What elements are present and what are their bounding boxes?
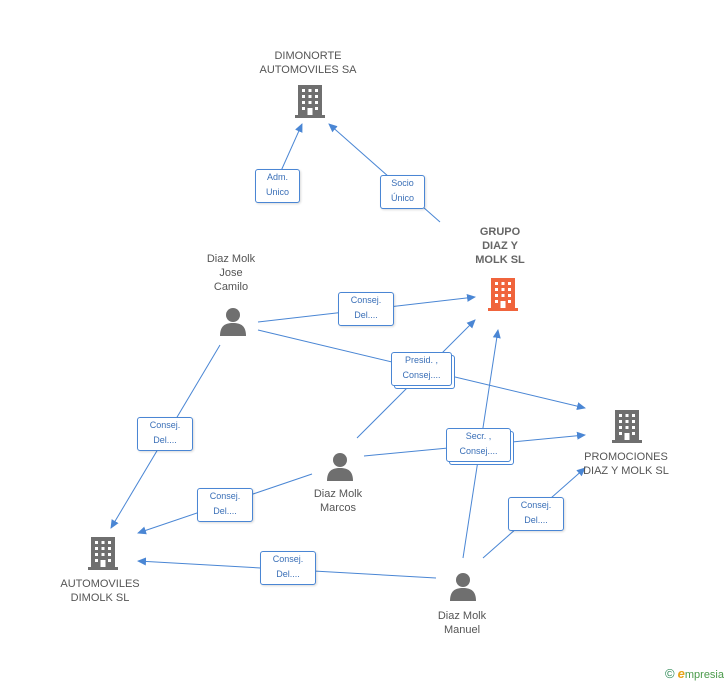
edge-label-line: Del....: [276, 569, 300, 579]
building-icon-grupo[interactable]: [487, 276, 519, 312]
edge-label-line: Presid. ,: [404, 355, 438, 365]
node-label-jose[interactable]: Diaz Molk Jose Camilo: [186, 252, 276, 294]
node-label-line: Jose: [219, 267, 243, 279]
building-icon-promociones[interactable]: [611, 408, 643, 444]
node-label-line: DIAZ Y MOLK SL: [583, 465, 669, 477]
brand-name: mpresia: [684, 669, 724, 681]
node-label-line: Diaz Molk: [437, 610, 487, 622]
edge-label-line: Adm.: [266, 172, 288, 182]
person-icon-marcos[interactable]: [325, 451, 355, 481]
edge-label-presid[interactable]: Presid. , Consej....: [391, 352, 452, 386]
edge-label-jose-auto[interactable]: Consej. Del....: [137, 417, 193, 451]
node-label-line: Manuel: [443, 624, 481, 636]
node-label-line: Camilo: [213, 281, 249, 293]
edge-label-line: Socio: [391, 178, 414, 188]
node-label-promociones[interactable]: PROMOCIONES DIAZ Y MOLK SL: [566, 450, 686, 478]
building-icon-dimonorte[interactable]: [294, 83, 326, 119]
edge-label-line: Consej.: [272, 554, 304, 564]
node-label-line: PROMOCIONES: [584, 451, 668, 463]
node-label-line: MOLK SL: [475, 254, 525, 266]
person-icon-jose[interactable]: [218, 306, 248, 336]
node-label-line: AUTOMOVILES SA: [259, 64, 357, 76]
node-label-grupo[interactable]: GRUPO DIAZ Y MOLK SL: [460, 225, 540, 267]
node-label-line: Diaz Molk: [206, 253, 256, 265]
edge-label-adm-unico[interactable]: Adm. Unico: [255, 169, 300, 203]
building-icon-automoviles[interactable]: [87, 535, 119, 571]
node-label-dimonorte[interactable]: DIMONORTE AUTOMOVILES SA: [238, 49, 378, 77]
node-label-line: Diaz Molk: [313, 488, 363, 500]
edge-label-jose-grupo[interactable]: Consej. Del....: [338, 292, 394, 326]
edge-label-line: Consej.: [520, 500, 552, 510]
edge-label-line: Consej....: [402, 370, 441, 380]
person-icon-manuel[interactable]: [448, 571, 478, 601]
edge-label-manuel-promo[interactable]: Consej. Del....: [508, 497, 564, 531]
edge-label-manuel-auto[interactable]: Consej. Del....: [260, 551, 316, 585]
edge-label-line: Unico: [265, 187, 289, 197]
edge-label-line: Secr. ,: [465, 431, 492, 441]
edge-label-line: Consej.: [350, 295, 382, 305]
watermark: © empresia: [665, 666, 724, 681]
edge-label-line: Único: [390, 193, 414, 203]
edge-label-line: Consej.: [149, 420, 181, 430]
node-label-line: DIMONORTE: [274, 50, 342, 62]
edge-label-line: Consej....: [459, 446, 498, 456]
node-label-marcos[interactable]: Diaz Molk Marcos: [293, 487, 383, 515]
node-label-line: DIMOLK SL: [70, 592, 130, 604]
node-label-line: Marcos: [319, 502, 357, 514]
edge-label-marcos-auto[interactable]: Consej. Del....: [197, 488, 253, 522]
edge-label-line: Del....: [354, 310, 378, 320]
node-label-line: DIAZ Y: [482, 240, 518, 252]
node-label-line: GRUPO: [479, 226, 521, 238]
copyright-icon: ©: [664, 666, 675, 681]
edge-label-line: Consej.: [209, 491, 241, 501]
edge-label-secr[interactable]: Secr. , Consej....: [446, 428, 511, 462]
edge-label-line: Del....: [153, 435, 177, 445]
node-label-line: AUTOMOVILES: [60, 578, 140, 590]
edge-label-line: Del....: [524, 515, 548, 525]
node-label-manuel[interactable]: Diaz Molk Manuel: [417, 609, 507, 637]
edge-label-line: Del....: [213, 506, 237, 516]
brand-initial: e: [677, 666, 685, 681]
node-label-automoviles[interactable]: AUTOMOVILES DIMOLK SL: [45, 577, 155, 605]
edge-label-socio-unico[interactable]: Socio Único: [380, 175, 425, 209]
